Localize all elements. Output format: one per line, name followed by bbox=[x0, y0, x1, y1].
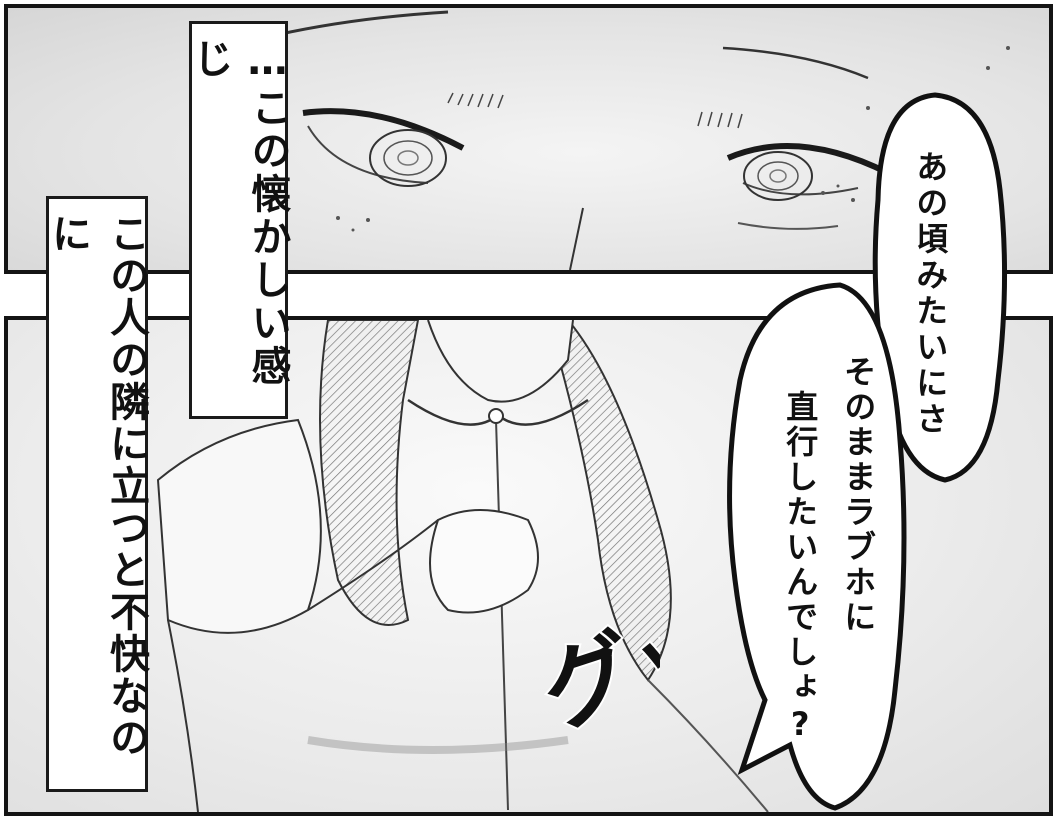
sound-effect: グッ bbox=[540, 590, 660, 750]
figure-illustration bbox=[156, 320, 769, 812]
speech-bubble-2-line-1: そのままラブホに bbox=[839, 355, 878, 635]
speech-bubble-1-outline bbox=[872, 92, 1008, 483]
speech-bubble-1-text: あの頃みたいにさ bbox=[911, 150, 950, 438]
narration-box-2: この人の隣に立つと不快なのに bbox=[45, 196, 149, 792]
sound-effect-text: グッ bbox=[540, 590, 660, 748]
speech-bubble-2-line-2: 直行したいんでしょ? bbox=[781, 390, 820, 746]
panel-eyes-closeup bbox=[4, 4, 1053, 274]
narration-text-1: …この懐かしい感じ bbox=[186, 38, 291, 388]
speech-bubble-2-outline bbox=[727, 282, 907, 811]
narration-text-2: この人の隣に立つと不快なのに bbox=[45, 213, 149, 759]
narration-box-1: …この懐かしい感じ bbox=[187, 21, 291, 419]
